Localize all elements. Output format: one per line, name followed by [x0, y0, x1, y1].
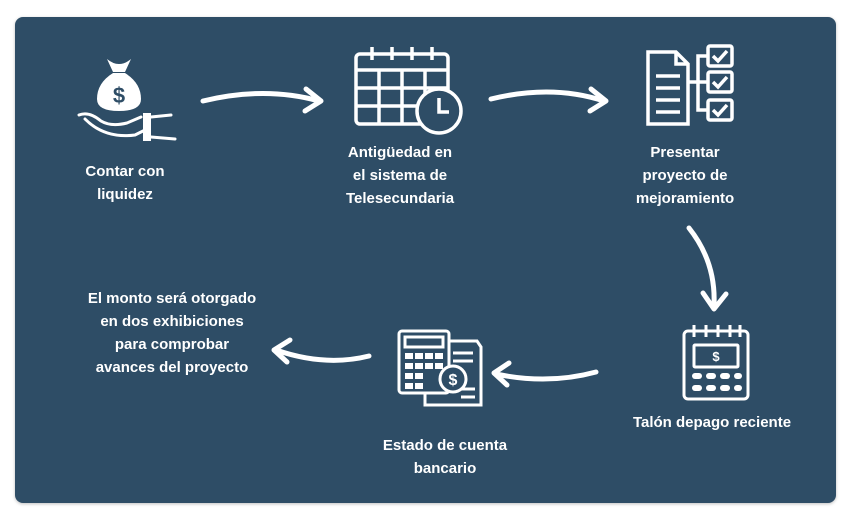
document-checklist-icon: [646, 44, 734, 126]
step-label-monto: El monto será otorgado en dos exhibicion…: [87, 290, 257, 376]
arrow-5: [271, 337, 372, 365]
step-label-estado: Estado de cuenta bancario: [382, 437, 508, 477]
payment-calendar-icon: $: [682, 325, 750, 401]
arrow-4: [491, 360, 599, 388]
arrow-1: [200, 86, 324, 114]
svg-text:$: $: [449, 372, 458, 389]
step-label-antiguedad: Antigüedad en el sistema de Telesecundar…: [345, 144, 455, 207]
step-label-talon: Talón depago reciente: [632, 414, 792, 431]
money-bag-hand-icon: $: [77, 59, 177, 141]
arrow-2: [488, 86, 609, 114]
step-label-liquidez: Contar con liquidez: [85, 163, 165, 203]
svg-text:$: $: [113, 83, 125, 108]
arrow-3: [686, 225, 729, 312]
step-label-proyecto: Presentar proyecto de mejoramiento: [635, 144, 735, 207]
svg-text:$: $: [712, 349, 720, 364]
calculator-document-icon: $: [397, 329, 483, 407]
calendar-clock-icon: [354, 47, 463, 135]
